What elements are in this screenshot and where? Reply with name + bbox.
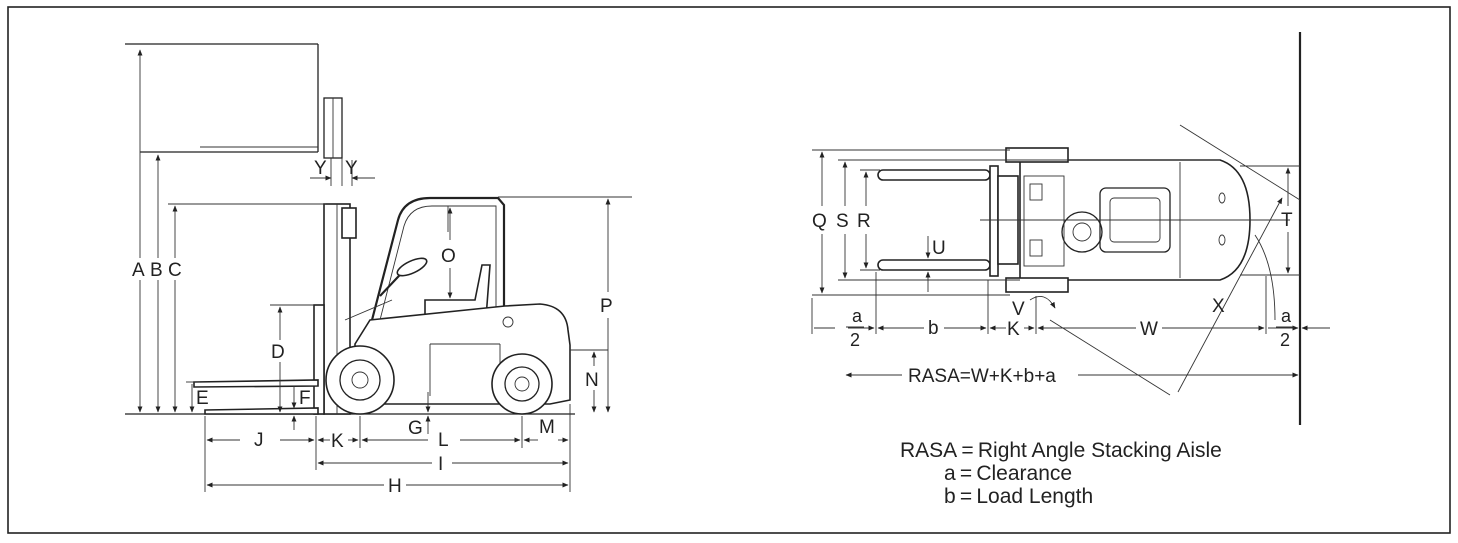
label-x: X — [1212, 296, 1225, 317]
dims-qsr: Q S R — [812, 149, 1220, 296]
label-s: S — [836, 211, 849, 232]
label-a-right-num: a — [1281, 306, 1292, 326]
label-a-right-den: 2 — [1280, 330, 1290, 350]
dim-d: D — [270, 304, 314, 413]
label-k: K — [331, 431, 344, 452]
vertical-dims-abc: A B C — [132, 49, 326, 413]
forks — [193, 304, 325, 415]
legend-rasa: RASA = Right Angle Stacking Aisle — [900, 439, 1222, 462]
legend-a: a = Clearance — [944, 462, 1072, 485]
label-a: A — [132, 260, 145, 281]
seat-steering — [344, 257, 491, 321]
label-k-top: K — [1007, 319, 1020, 340]
dim-h: H — [206, 476, 569, 497]
label-o: O — [441, 246, 456, 267]
legend-b: b = Load Length — [944, 485, 1093, 508]
label-m: M — [539, 417, 555, 438]
y-dimension: Y Y — [310, 158, 375, 186]
label-l: L — [438, 430, 449, 451]
rear-wheel — [491, 353, 553, 415]
dim-g: G — [408, 392, 431, 439]
rasa-formula: RASA=W+K+b+a — [908, 366, 1056, 387]
dim-f: F — [291, 386, 311, 430]
label-u: U — [932, 238, 946, 259]
label-r: R — [857, 211, 871, 232]
dim-t: T — [1240, 165, 1300, 276]
label-b: B — [150, 260, 163, 281]
top-view: Q S R U T X — [811, 32, 1330, 425]
label-f: F — [299, 388, 311, 409]
label-y-left: Y — [314, 158, 327, 179]
page-frame — [7, 6, 1451, 534]
label-e: E — [196, 388, 209, 409]
label-g: G — [408, 418, 423, 439]
raised-load — [125, 43, 343, 159]
side-view: Y Y — [125, 43, 632, 497]
turning-radius: X V — [1012, 124, 1301, 396]
label-i: I — [438, 454, 443, 475]
dim-e: E — [186, 381, 209, 413]
label-j: J — [254, 430, 264, 451]
dim-u: U — [925, 236, 946, 292]
dim-i: I — [317, 454, 569, 475]
aisle-dims: a 2 b K W a 2 — [811, 272, 1330, 350]
front-wheel — [325, 345, 395, 415]
rasa-formula-line: RASA=W+K+b+a — [845, 366, 1299, 387]
dim-p: P — [498, 196, 632, 413]
dim-row-jklm: J K L M — [206, 417, 569, 452]
label-a-left-num: a — [852, 306, 863, 326]
dim-o: O — [441, 207, 456, 299]
label-d: D — [271, 342, 285, 363]
label-p: P — [600, 296, 613, 317]
label-c: C — [168, 260, 182, 281]
label-a-left-den: 2 — [850, 330, 860, 350]
label-w: W — [1140, 319, 1158, 340]
label-y-right: Y — [345, 158, 358, 179]
label-h: H — [388, 476, 402, 497]
label-t: T — [1281, 210, 1293, 231]
top-forks — [877, 165, 1019, 277]
dim-n: N — [570, 349, 608, 413]
label-n: N — [585, 370, 599, 391]
label-v: V — [1012, 299, 1025, 320]
label-b: b — [928, 318, 939, 339]
label-q: Q — [812, 211, 827, 232]
extension-lines — [204, 404, 571, 492]
legend: RASA = Right Angle Stacking Aisle a = Cl… — [900, 439, 1222, 508]
